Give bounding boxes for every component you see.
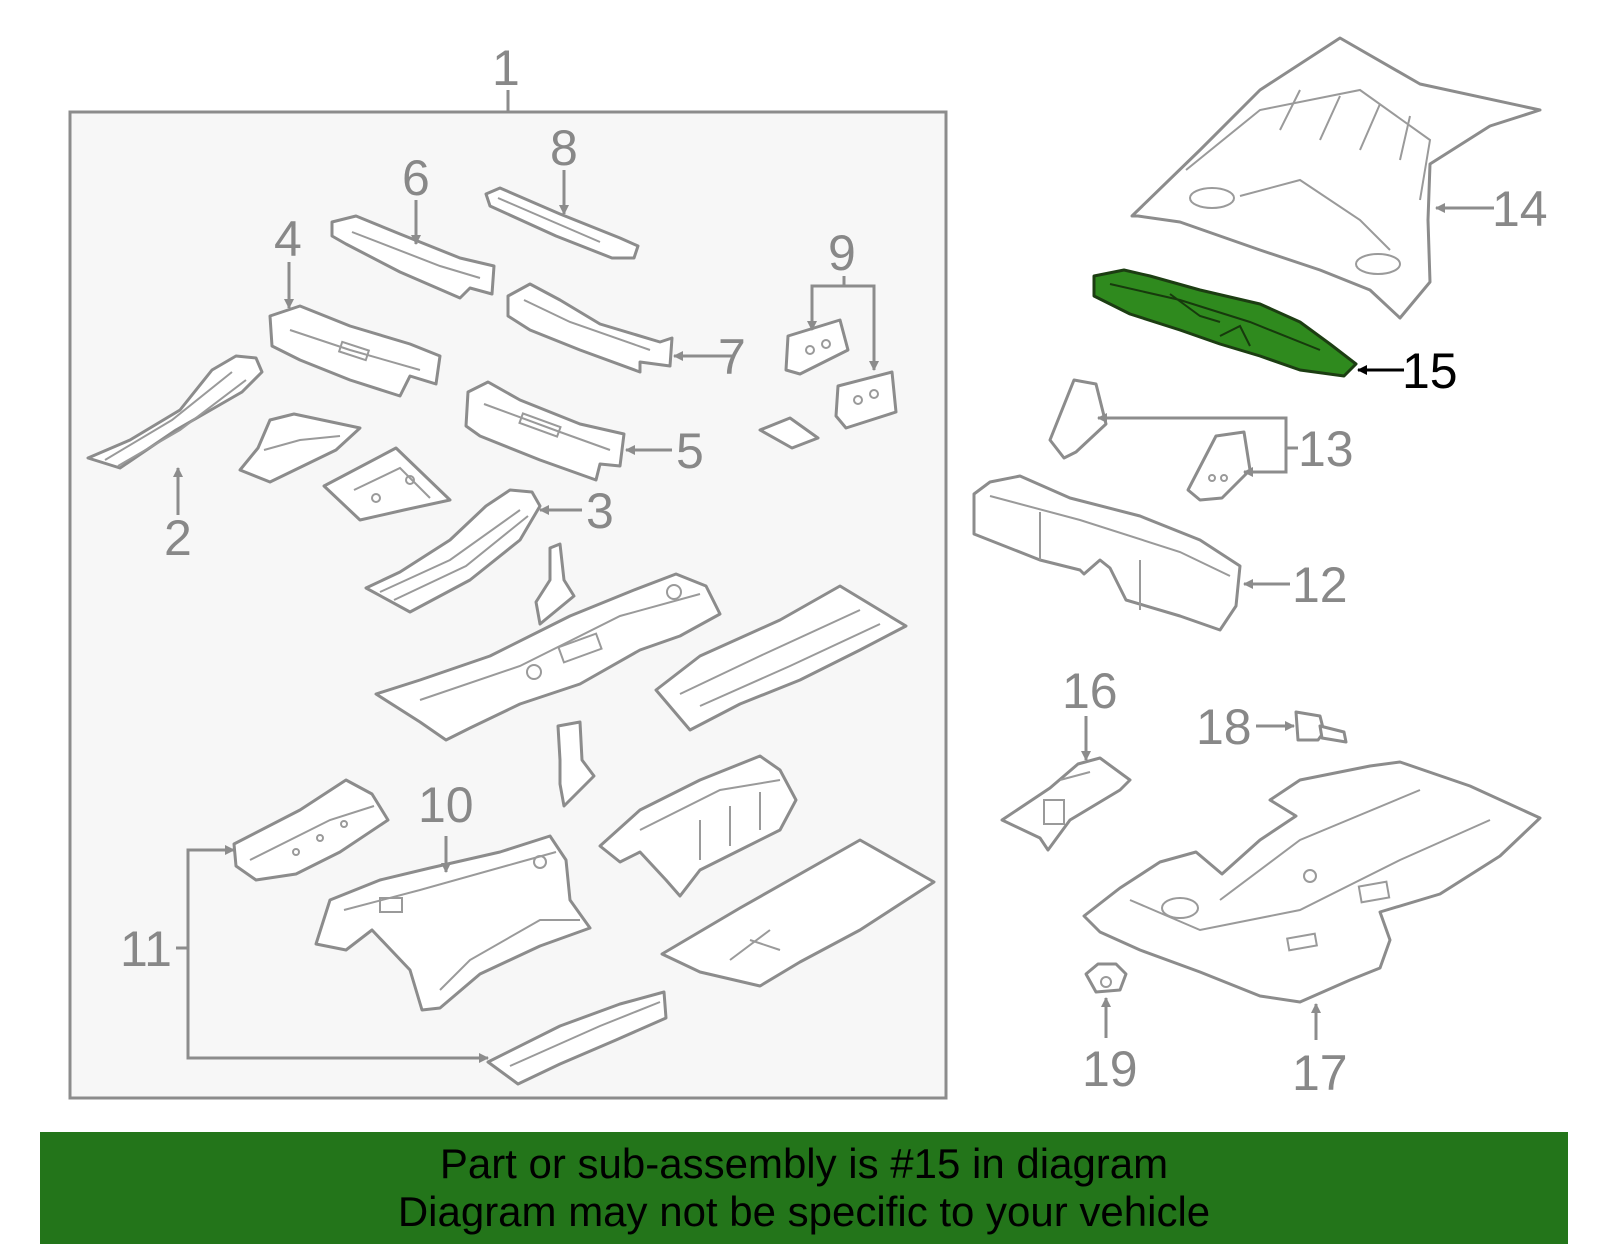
callout-11: 11 [120,921,172,977]
callout-12: 12 [1292,557,1348,613]
part-8: 8 [484,120,640,260]
callout-13: 13 [1298,421,1354,477]
part-4: 4 [268,211,442,398]
bracket-b [322,446,452,522]
part-3: 3 [364,483,614,614]
part-10: 10 [314,777,592,1012]
callout-9: 9 [828,225,856,281]
part-19: 19 [1082,962,1138,1097]
center-bracket [534,542,576,626]
callout-10: 10 [418,777,474,833]
callout-17: 17 [1292,1045,1348,1101]
callout-5: 5 [676,423,704,479]
part-17: 17 [1082,760,1542,1101]
callout-18: 18 [1196,699,1252,755]
callout-4: 4 [274,211,302,267]
part-12: 12 [972,474,1348,632]
callout-3: 3 [586,483,614,539]
part-5: 5 [464,380,704,482]
part-7: 7 [506,282,746,385]
callout-1: 1 [492,40,520,96]
callout-6: 6 [402,150,430,206]
info-banner: Part or sub-assembly is #15 in diagram D… [40,1132,1568,1244]
banner-line-1: Part or sub-assembly is #15 in diagram [439,1140,1169,1187]
part-2: 2 [86,354,264,566]
banner-line-2: Diagram may not be specific to your vehi… [397,1188,1211,1235]
part-16: 16 [1000,663,1132,852]
callout-19: 19 [1082,1041,1138,1097]
part-18: 18 [1196,699,1348,755]
part-14: 14 [1130,36,1548,320]
part-6: 6 [330,150,496,300]
callout-15: 15 [1402,343,1458,399]
bracket-a [238,412,362,484]
callout-14: 14 [1492,181,1548,237]
part-9: 9 [758,225,898,450]
floor-pan-lower [660,838,936,988]
part-13: 13 [1048,378,1354,502]
lower-bracket [556,720,596,808]
floor-pan-center [374,572,722,742]
floor-pan-right [654,584,908,732]
part-15-highlighted: 15 [1092,268,1458,399]
tunnel [598,754,798,898]
callout-16: 16 [1062,663,1118,719]
callout-8: 8 [550,120,578,176]
callout-7: 7 [718,329,746,385]
callout-2: 2 [164,510,192,566]
part-11: 11 [120,778,668,1086]
